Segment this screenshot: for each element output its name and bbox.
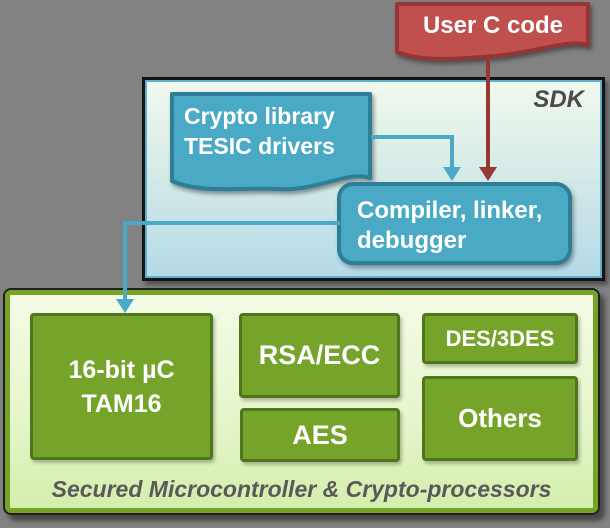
sdk-label: SDK: [533, 86, 584, 113]
block-des-3des-label: DES/3DES: [445, 325, 555, 351]
user-c-code-shape: User C code: [394, 1, 592, 67]
secured-area-caption: Secured Microcontroller & Crypto-process…: [51, 476, 552, 502]
crypto-library-label: Crypto library TESIC drivers: [184, 103, 335, 159]
block-aes: AES: [240, 408, 400, 462]
block-des-3des: DES/3DES: [422, 313, 578, 364]
block-tam16: 16-bit µC TAM16: [30, 313, 213, 460]
user-c-code-label: User C code: [422, 12, 564, 39]
crypto-library-shape: Crypto library TESIC drivers: [168, 90, 374, 200]
block-rsa-ecc-label: RSA/ECC: [258, 340, 381, 370]
block-aes-label: AES: [292, 419, 348, 450]
block-others-label: Others: [458, 403, 542, 433]
block-others: Others: [422, 376, 578, 461]
document-shape-icon: [395, 2, 590, 61]
compiler-box: Compiler, linker, debugger: [337, 182, 572, 265]
compiler-label: Compiler, linker, debugger: [357, 197, 543, 254]
block-tam16-label: 16-bit µC TAM16: [68, 355, 175, 418]
block-rsa-ecc: RSA/ECC: [239, 313, 400, 398]
document-shape-icon: [170, 92, 372, 192]
